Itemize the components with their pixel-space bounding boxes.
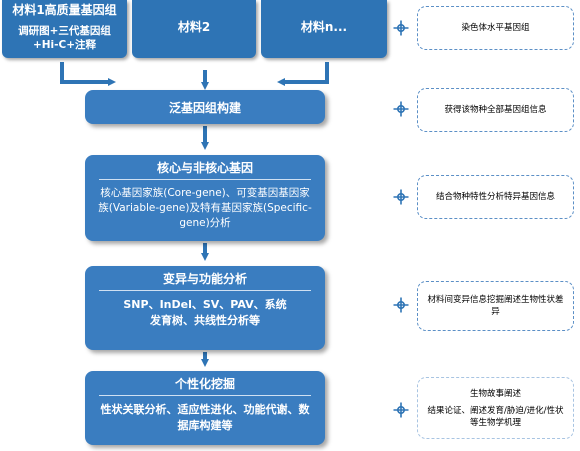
plus-circle-icon bbox=[393, 402, 409, 418]
note-5-text: 结果论证、阐述发育/胁迫/进化/性状等生物学机理 bbox=[427, 405, 564, 428]
note-4-text: 材料间变异信息挖掘阐述生物性状差异 bbox=[427, 295, 564, 317]
step-custom-mining: 个性化挖掘 性状关联分析、适应性进化、功能代谢、数据库构建等 bbox=[85, 371, 325, 445]
plus-circle-icon bbox=[393, 101, 409, 117]
material-n-title: 材料n... bbox=[300, 20, 348, 34]
step-3-body: SNP、InDel、SV、PAV、系统发育树、共线性分析等 bbox=[123, 298, 287, 327]
note-1-text: 染色体水平基因组 bbox=[461, 23, 530, 33]
step-4-divider bbox=[99, 395, 311, 396]
note-specific-genes: 结合物种特性分析特异基因信息 bbox=[417, 175, 574, 219]
step-variation-function: 变异与功能分析 SNP、InDel、SV、PAV、系统发育树、共线性分析等 bbox=[85, 266, 325, 350]
step-4-title: 个性化挖掘 bbox=[174, 377, 235, 391]
material-2-box: 材料2 bbox=[132, 0, 256, 58]
note-bio-story: 生物故事阐述 结果论证、阐述发育/胁迫/进化/性状等生物学机理 bbox=[417, 377, 574, 439]
note-full-genome-info: 获得该物种全部基因组信息 bbox=[417, 88, 574, 132]
note-chromosome-level: 染色体水平基因组 bbox=[417, 6, 574, 50]
material-2-title: 材料2 bbox=[177, 20, 211, 34]
note-5-title: 生物故事阐述 bbox=[469, 388, 521, 399]
material-1-title: 材料1高质量基因组 bbox=[12, 3, 117, 17]
plus-circle-icon bbox=[393, 20, 409, 36]
step-2-body: 核心基因家族(Core-gene)、可变基因基因家族(Variable-gene… bbox=[98, 187, 312, 229]
step-4-body: 性状关联分析、适应性进化、功能代谢、数据库构建等 bbox=[100, 403, 310, 432]
step-2-divider bbox=[99, 179, 311, 180]
arrow-materialn-to-pan bbox=[277, 62, 329, 86]
step-3-title: 变异与功能分析 bbox=[162, 272, 247, 286]
step-core-noncore-genes: 核心与非核心基因 核心基因家族(Core-gene)、可变基因基因家族(Vari… bbox=[85, 155, 325, 241]
material-1-sub: 调研图+三代基因组+Hi-C+注释 bbox=[18, 25, 111, 51]
step-pangenome-construction: 泛基因组构建 bbox=[85, 90, 325, 124]
material-n-box: 材料n... bbox=[261, 0, 387, 58]
step-2-title: 核心与非核心基因 bbox=[156, 161, 253, 175]
note-3-text: 结合物种特性分析特异基因信息 bbox=[435, 192, 555, 202]
note-variation-traits: 材料间变异信息挖掘阐述生物性状差异 bbox=[417, 281, 574, 331]
step-3-divider bbox=[99, 290, 311, 291]
step-1-title: 泛基因组构建 bbox=[168, 101, 241, 115]
material-1-box: 材料1高质量基因组 调研图+三代基因组+Hi-C+注释 bbox=[2, 0, 127, 58]
plus-circle-icon bbox=[393, 297, 409, 313]
arrow-material1-to-pan bbox=[60, 62, 116, 86]
note-2-text: 获得该物种全部基因组信息 bbox=[444, 105, 547, 115]
plus-circle-icon bbox=[393, 189, 409, 205]
